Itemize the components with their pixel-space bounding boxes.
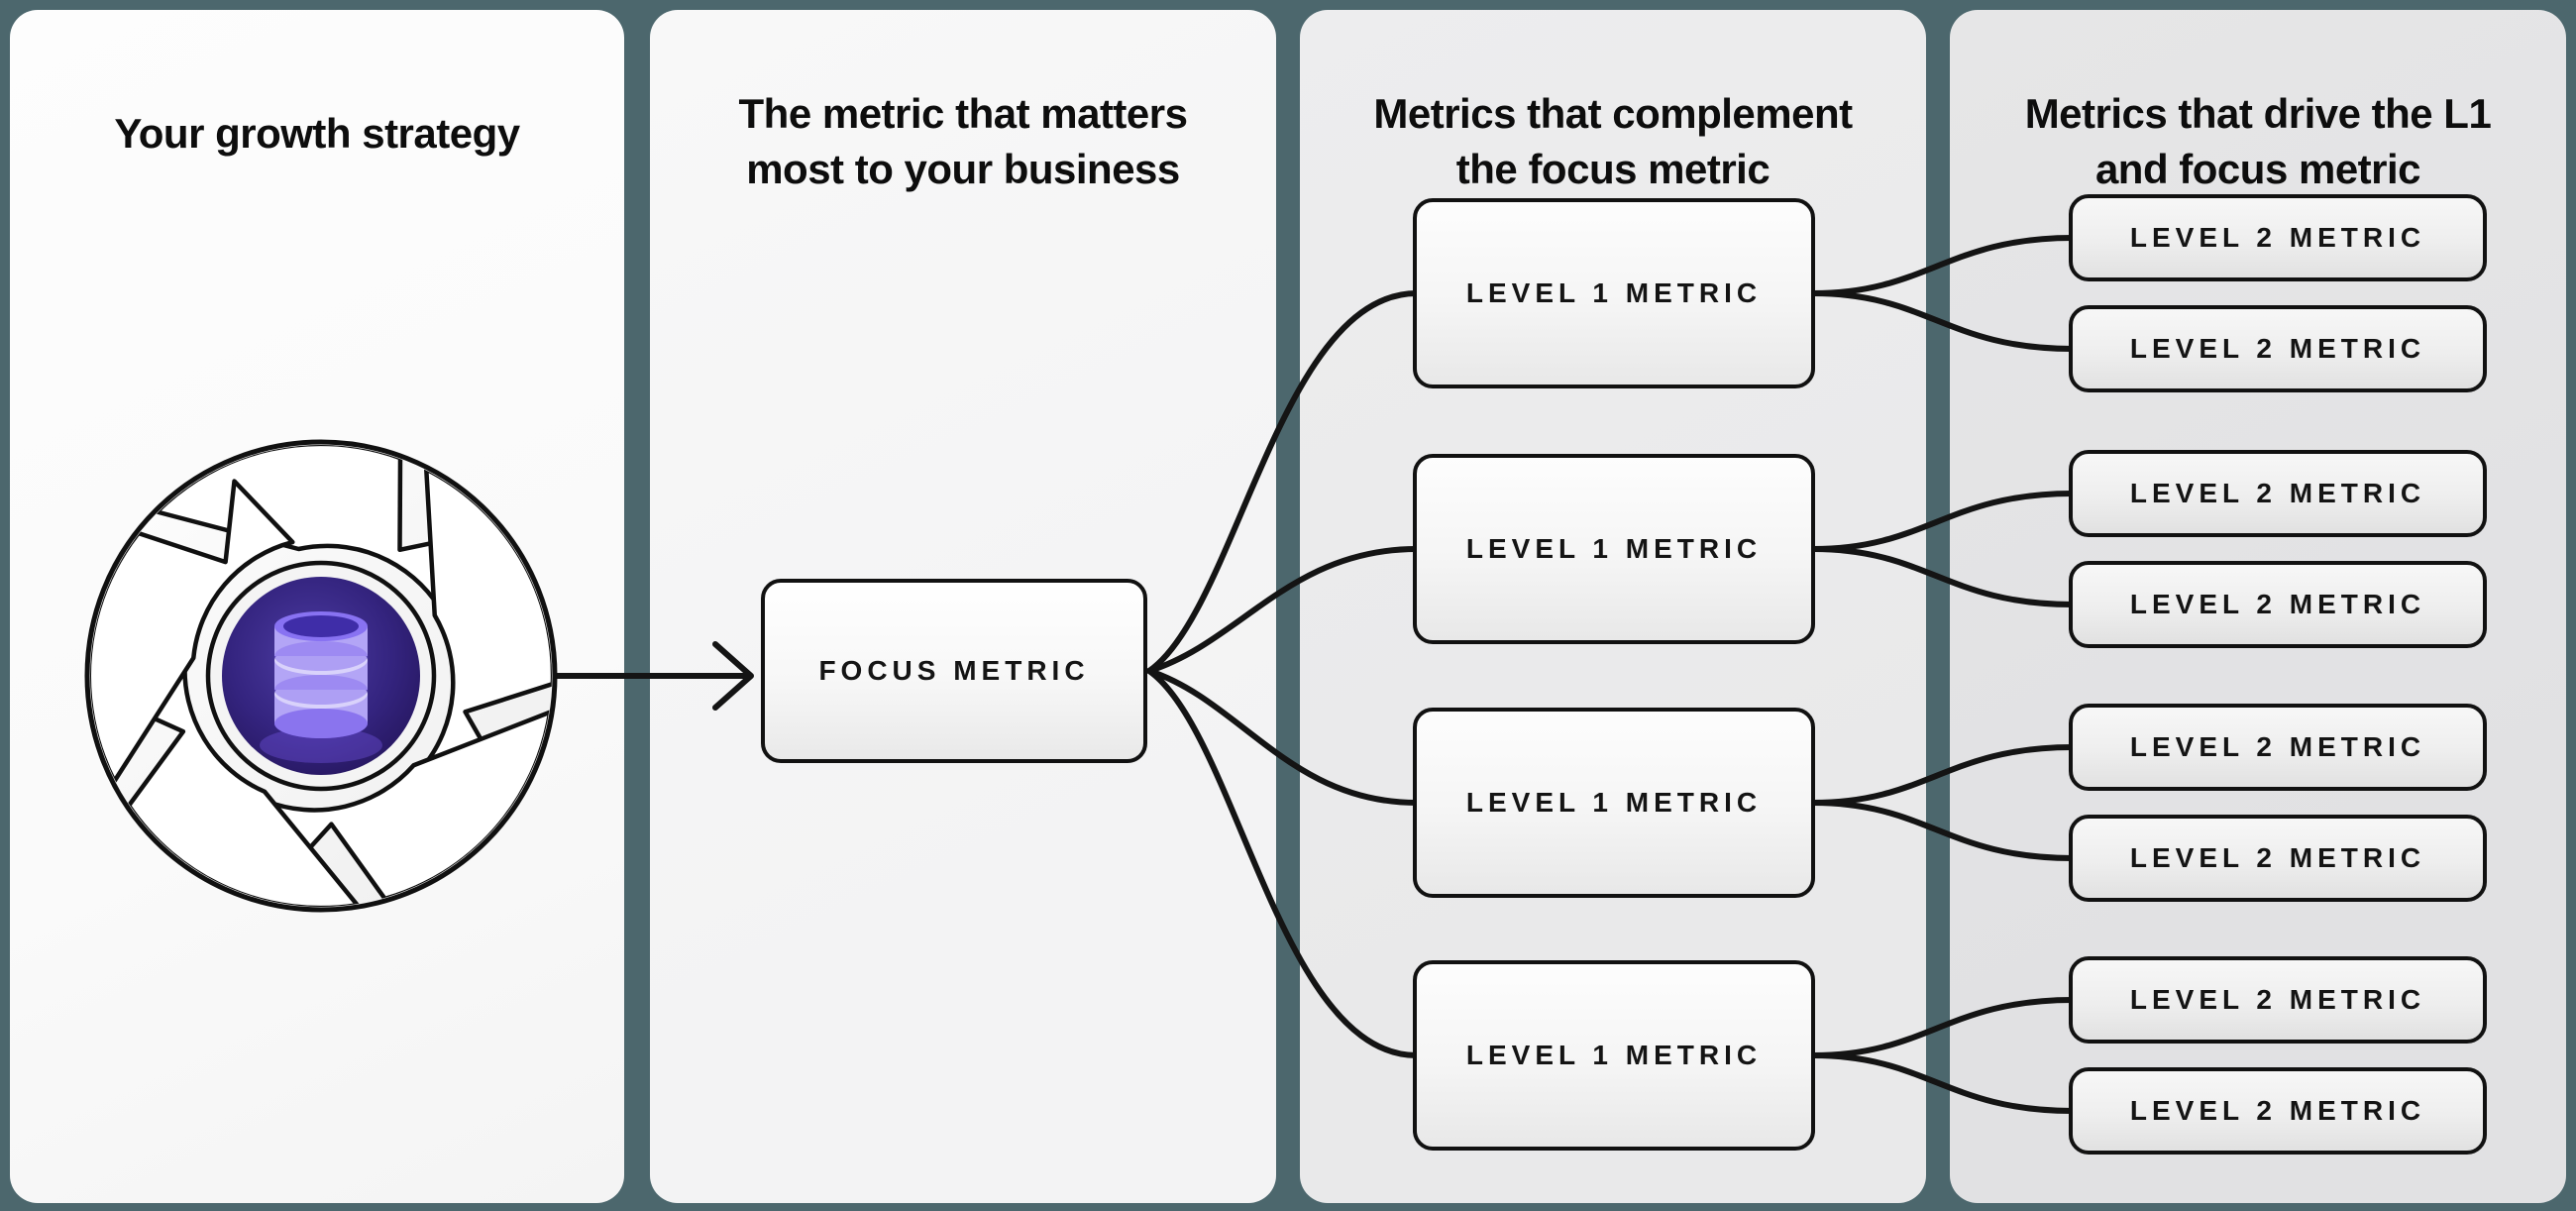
level2-metric-box: LEVEL 2 METRIC [2069, 1067, 2487, 1155]
focus-to-l1-connectors [1146, 290, 1420, 1058]
flywheel-icon [73, 428, 569, 924]
panel-title: Your growth strategy [114, 110, 520, 157]
level2-metric-box: LEVEL 2 METRIC [2069, 305, 2487, 392]
level1-metric-box: LEVEL 1 METRIC [1413, 454, 1815, 644]
level1-metric-label: LEVEL 1 METRIC [1465, 277, 1763, 308]
level1-metric-box: LEVEL 1 METRIC [1413, 708, 1815, 898]
level2-metric-label: LEVEL 2 METRIC [2129, 333, 2426, 364]
panel-title: Metrics that complement the focus metric [1373, 90, 1853, 192]
panel-title: The metric that matters most to your bus… [738, 90, 1188, 192]
level2-metric-box: LEVEL 2 METRIC [2069, 956, 2487, 1044]
arrow-right-icon [550, 641, 754, 711]
l1-to-l2-connectors [1810, 235, 2076, 1114]
level1-metric-box: LEVEL 1 METRIC [1413, 960, 1815, 1151]
level2-metric-label: LEVEL 2 METRIC [2129, 842, 2426, 873]
panel-title: Metrics that drive the L1 and focus metr… [2024, 90, 2492, 192]
level2-metric-label: LEVEL 2 METRIC [2129, 589, 2426, 619]
level2-metric-box: LEVEL 2 METRIC [2069, 815, 2487, 902]
level1-metric-box: LEVEL 1 METRIC [1413, 198, 1815, 388]
level2-metric-label: LEVEL 2 METRIC [2129, 984, 2426, 1015]
level1-metric-label: LEVEL 1 METRIC [1465, 1040, 1763, 1070]
level2-metric-box: LEVEL 2 METRIC [2069, 561, 2487, 648]
focus-metric-box: FOCUS METRIC [761, 579, 1147, 763]
level2-metric-box: LEVEL 2 METRIC [2069, 450, 2487, 537]
level1-metric-label: LEVEL 1 METRIC [1465, 533, 1763, 564]
level1-metric-label: LEVEL 1 METRIC [1465, 787, 1763, 818]
level2-metric-label: LEVEL 2 METRIC [2129, 478, 2426, 508]
level2-metric-box: LEVEL 2 METRIC [2069, 194, 2487, 281]
level2-metric-label: LEVEL 2 METRIC [2129, 1095, 2426, 1126]
level2-metric-label: LEVEL 2 METRIC [2129, 731, 2426, 762]
level2-metric-box: LEVEL 2 METRIC [2069, 704, 2487, 791]
focus-metric-label: FOCUS METRIC [818, 655, 1090, 686]
database-icon [260, 611, 382, 763]
flywheel-graphic [84, 439, 558, 913]
level2-metric-label: LEVEL 2 METRIC [2129, 222, 2426, 253]
